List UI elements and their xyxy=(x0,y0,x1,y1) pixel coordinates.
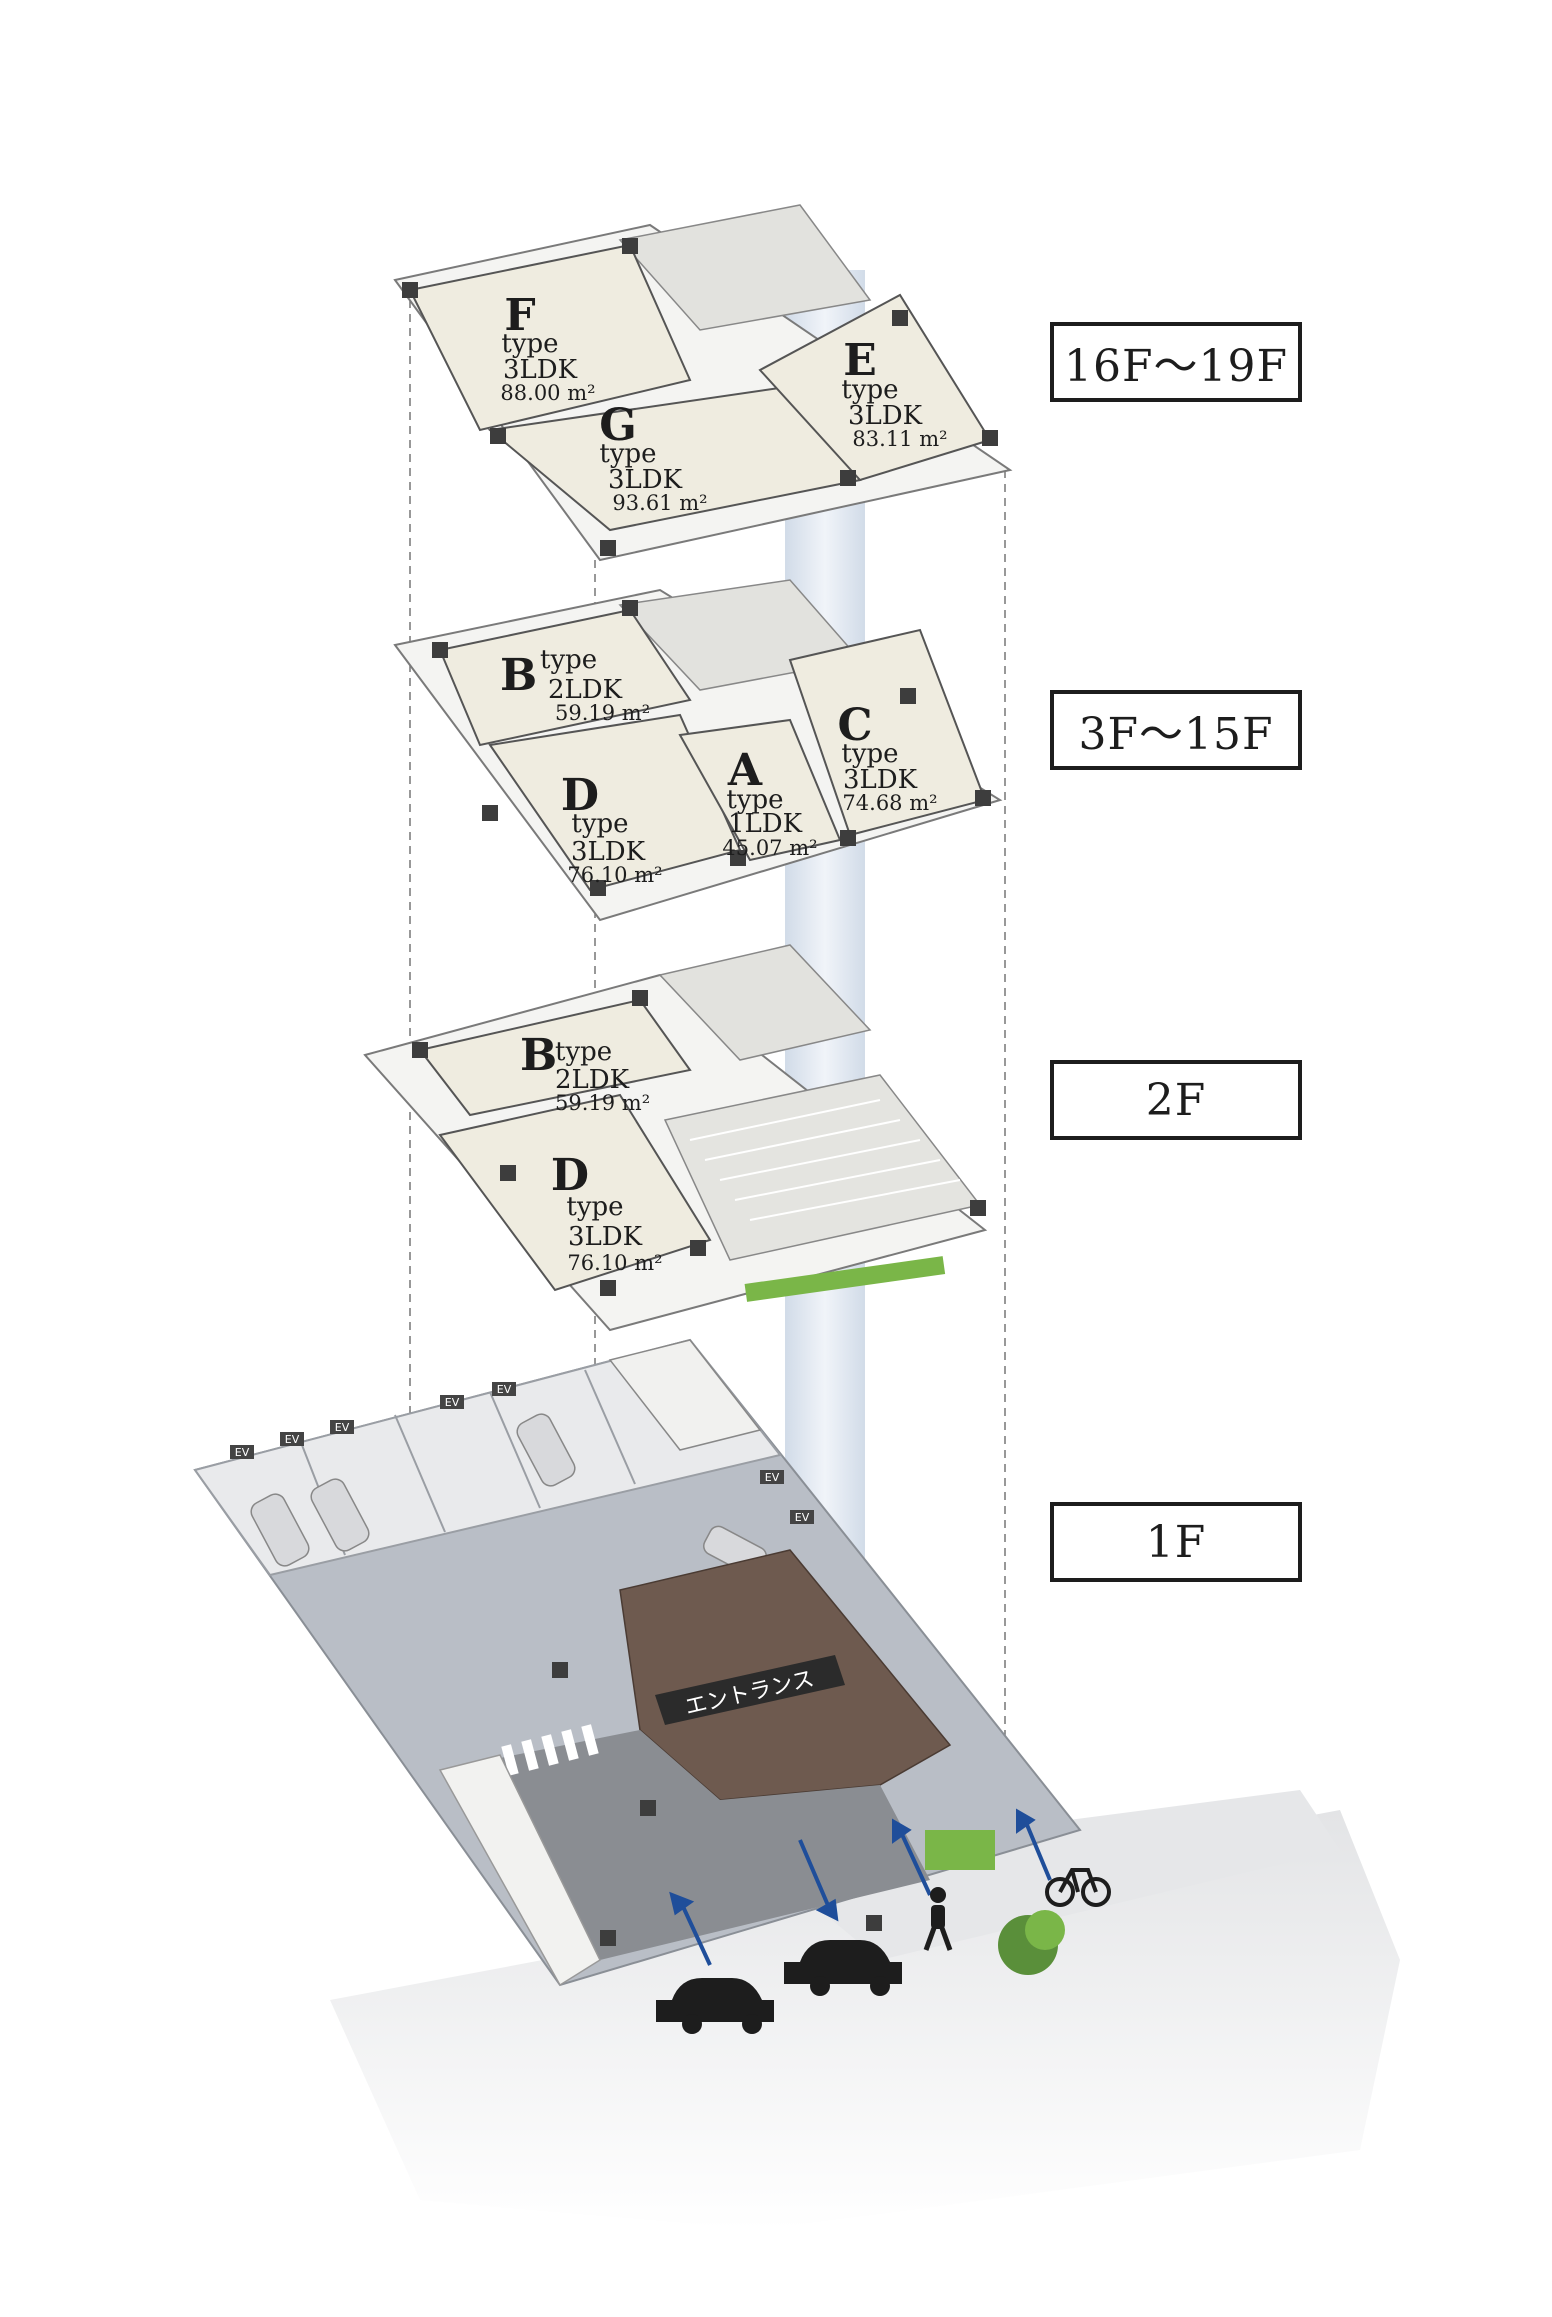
svg-text:EV: EV xyxy=(445,1396,460,1409)
svg-text:B: B xyxy=(500,650,537,701)
svg-text:3LDK: 3LDK xyxy=(571,837,646,867)
svg-text:45.07 m²: 45.07 m² xyxy=(722,836,817,860)
floor-2f-plan: B type 2LDK 59.19 m² D type 3LDK 76.10 m… xyxy=(363,944,988,1332)
svg-text:2LDK: 2LDK xyxy=(548,675,623,705)
road xyxy=(330,1810,1400,2230)
tree-icon xyxy=(998,1910,1065,1975)
svg-text:EV: EV xyxy=(335,1421,350,1434)
svg-text:76.10 m²: 76.10 m² xyxy=(567,1251,662,1275)
svg-text:type: type xyxy=(726,785,783,815)
car-icon xyxy=(784,1940,902,1996)
svg-text:EV: EV xyxy=(765,1471,780,1484)
bicycle-icon xyxy=(1045,1868,1111,1907)
2f-green-strip xyxy=(744,1256,946,1302)
svg-text:type: type xyxy=(566,1192,623,1222)
svg-text:type: type xyxy=(841,375,898,405)
2f-parking-stripes xyxy=(689,1099,961,1221)
svg-text:3LDK: 3LDK xyxy=(568,1222,643,1252)
svg-text:83.11 m²: 83.11 m² xyxy=(852,427,947,451)
floor-1f-plan: EV EV EV EV EV EV EV エントランス xyxy=(193,1338,1400,2230)
svg-text:F: F xyxy=(504,290,535,341)
service-block xyxy=(608,1339,762,1451)
driveway xyxy=(490,1730,930,1960)
unit-b-2f xyxy=(418,998,692,1117)
svg-text:type: type xyxy=(571,809,628,839)
svg-text:D: D xyxy=(551,1150,589,1201)
svg-text:type: type xyxy=(841,739,898,769)
car-icon xyxy=(656,1978,774,2034)
svg-text:EV: EV xyxy=(285,1433,300,1446)
unit-f xyxy=(408,243,692,432)
svg-text:59.19 m²: 59.19 m² xyxy=(555,1091,650,1115)
svg-text:2LDK: 2LDK xyxy=(555,1065,630,1095)
side-strip xyxy=(438,1754,601,1987)
unit-d-2f xyxy=(438,1093,712,1292)
svg-text:G: G xyxy=(599,400,637,451)
svg-text:type: type xyxy=(540,645,597,675)
svg-text:74.68 m²: 74.68 m² xyxy=(842,791,937,815)
svg-text:B: B xyxy=(520,1030,557,1081)
floor-label-16f-19f: 16F〜19F xyxy=(1050,322,1302,402)
unit-b xyxy=(438,608,692,747)
svg-text:D: D xyxy=(561,770,599,821)
svg-text:EV: EV xyxy=(497,1383,512,1396)
svg-text:A: A xyxy=(727,745,763,796)
floor-label-2f: 2F xyxy=(1050,1060,1302,1140)
svg-text:76.10 m²: 76.10 m² xyxy=(567,863,662,887)
pedestrian-icon xyxy=(923,1887,953,1951)
svg-text:E: E xyxy=(843,335,877,386)
floor-16f-19f-plan: F type 3LDK 88.00 m² G type 3LDK 93.61 m… xyxy=(393,204,1013,562)
svg-text:3LDK: 3LDK xyxy=(503,355,578,385)
crosswalk xyxy=(501,1724,599,1776)
floor-label-3f-15f: 3F〜15F xyxy=(1050,690,1302,770)
svg-text:type: type xyxy=(555,1037,612,1067)
svg-text:EV: EV xyxy=(795,1511,810,1524)
arrow-icon xyxy=(669,1808,1052,1966)
svg-text:3LDK: 3LDK xyxy=(848,401,923,431)
svg-text:3LDK: 3LDK xyxy=(843,765,918,795)
svg-text:1LDK: 1LDK xyxy=(728,809,803,839)
svg-text:88.00 m²: 88.00 m² xyxy=(500,381,595,405)
svg-text:EV: EV xyxy=(235,1446,250,1459)
svg-text:C: C xyxy=(837,700,872,751)
svg-text:59.19 m²: 59.19 m² xyxy=(555,701,650,725)
floor-label-1f: 1F xyxy=(1050,1502,1302,1582)
ev-tags: EV EV EV EV EV EV EV xyxy=(230,1382,814,1524)
floor-3f-15f-plan: B type 2LDK 59.19 m² D type 3LDK 76.10 m… xyxy=(393,579,1003,922)
svg-text:93.61 m²: 93.61 m² xyxy=(612,491,707,515)
svg-text:3LDK: 3LDK xyxy=(608,465,683,495)
svg-text:type: type xyxy=(599,439,656,469)
svg-text:type: type xyxy=(501,329,558,359)
planting-bed xyxy=(925,1830,995,1870)
